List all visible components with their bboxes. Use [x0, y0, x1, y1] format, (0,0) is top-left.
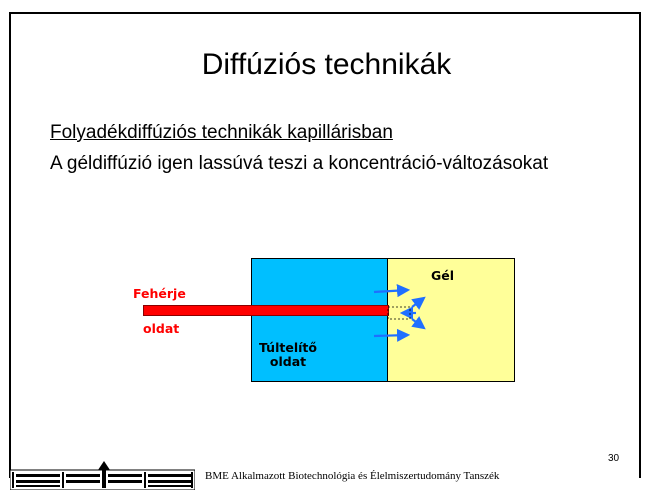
slide-frame	[9, 12, 641, 478]
capillary-tube	[143, 305, 389, 316]
supersaturated-label-line1: Túltelítő	[259, 340, 317, 355]
subtitle-underlined: Folyadékdiffúziós technikák kapillárisba…	[50, 122, 393, 143]
gel-label: Gél	[431, 268, 455, 283]
diffusion-arrow-icon	[373, 328, 411, 342]
diffusion-arrow-icon	[411, 296, 426, 310]
supersaturated-label-line2: oldat	[269, 354, 307, 369]
supersaturated-label: Túltelítő oldat	[258, 341, 318, 369]
page-number: 30	[608, 453, 620, 464]
diffusion-arrow-icon	[411, 316, 426, 330]
diffusion-zone-outline	[387, 306, 411, 320]
protein-solution-label: oldat	[143, 321, 180, 336]
footer-institution: BME Alkalmazott Biotechnológia és Élelmi…	[205, 470, 500, 482]
subtitle-text: A géldiffúzió igen lassúvá teszi a konce…	[50, 153, 549, 174]
slide-title: Diffúziós technikák	[201, 48, 452, 81]
university-building-logo	[10, 461, 195, 490]
gel-box	[387, 258, 515, 382]
diffusion-arrows	[373, 284, 426, 342]
diffusion-arrow-icon	[373, 284, 411, 298]
protein-label: Fehérje	[133, 286, 186, 301]
